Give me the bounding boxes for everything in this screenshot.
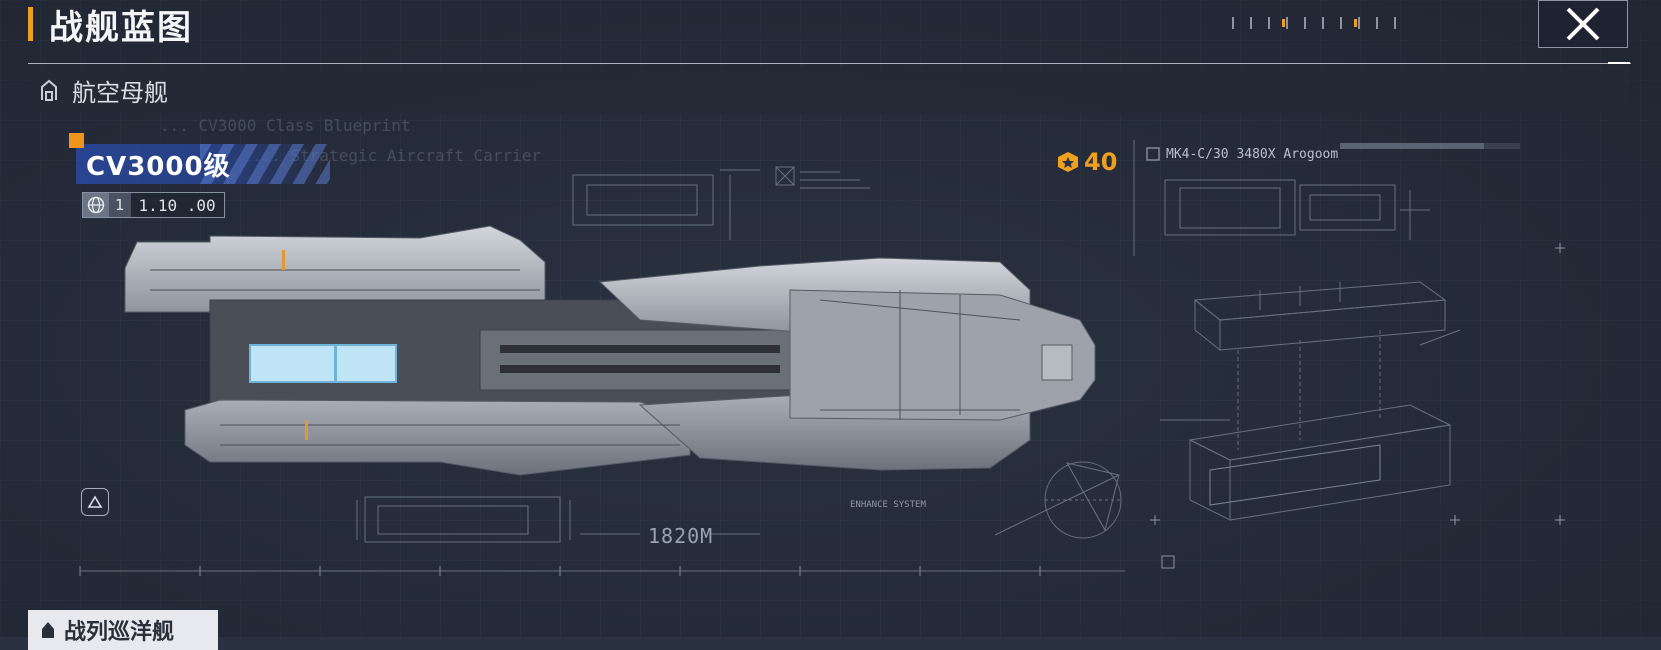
globe-icon xyxy=(83,193,109,217)
category-tab-label: 战列巡洋舰 xyxy=(64,620,175,645)
ship-version: 1.10 .00 xyxy=(138,195,216,215)
ship-name-marker xyxy=(69,133,84,148)
ghost-caption-1: ... CV3000 Class Blueprint xyxy=(160,116,411,135)
power-value: 40 xyxy=(1084,148,1118,176)
ship-tier: 1 xyxy=(109,193,131,217)
hangar-icon xyxy=(41,79,57,101)
spec-progress-fill xyxy=(1340,143,1484,149)
spec-code: MK4-C/30 3480X Arogoom xyxy=(1166,147,1339,162)
header-divider xyxy=(28,63,1631,64)
triangle-icon xyxy=(87,495,103,508)
version-info: 1 1.10 .00 xyxy=(82,192,225,218)
category-tab-battlecruiser[interactable]: 战列巡洋舰 xyxy=(28,610,218,650)
view-toggle-button[interactable] xyxy=(81,488,109,516)
page-title: 战舰蓝图 xyxy=(49,7,193,48)
page-header: 战舰蓝图 xyxy=(28,4,193,48)
header-deco-ticks xyxy=(1232,17,1396,29)
ship-length-label: 1820M xyxy=(648,524,714,548)
spec-checkbox-icon xyxy=(1146,147,1160,161)
spec-progress-bar xyxy=(1340,143,1520,149)
category-label: 航空母舰 xyxy=(72,78,168,107)
ship-power: 40 xyxy=(1056,148,1117,176)
header-divider-end-mark xyxy=(1608,62,1630,64)
system-label: ENHANCE SYSTEM xyxy=(850,500,926,510)
ship-name: CV3000级 xyxy=(86,152,231,182)
close-icon xyxy=(1566,7,1600,41)
category-bar: 航空母舰 xyxy=(28,66,1630,114)
title-accent-bar xyxy=(28,7,33,41)
close-button[interactable] xyxy=(1538,0,1628,48)
ship-name-stripes xyxy=(200,144,330,184)
ship-class-icon xyxy=(42,622,54,638)
power-emblem-icon xyxy=(1058,152,1078,172)
